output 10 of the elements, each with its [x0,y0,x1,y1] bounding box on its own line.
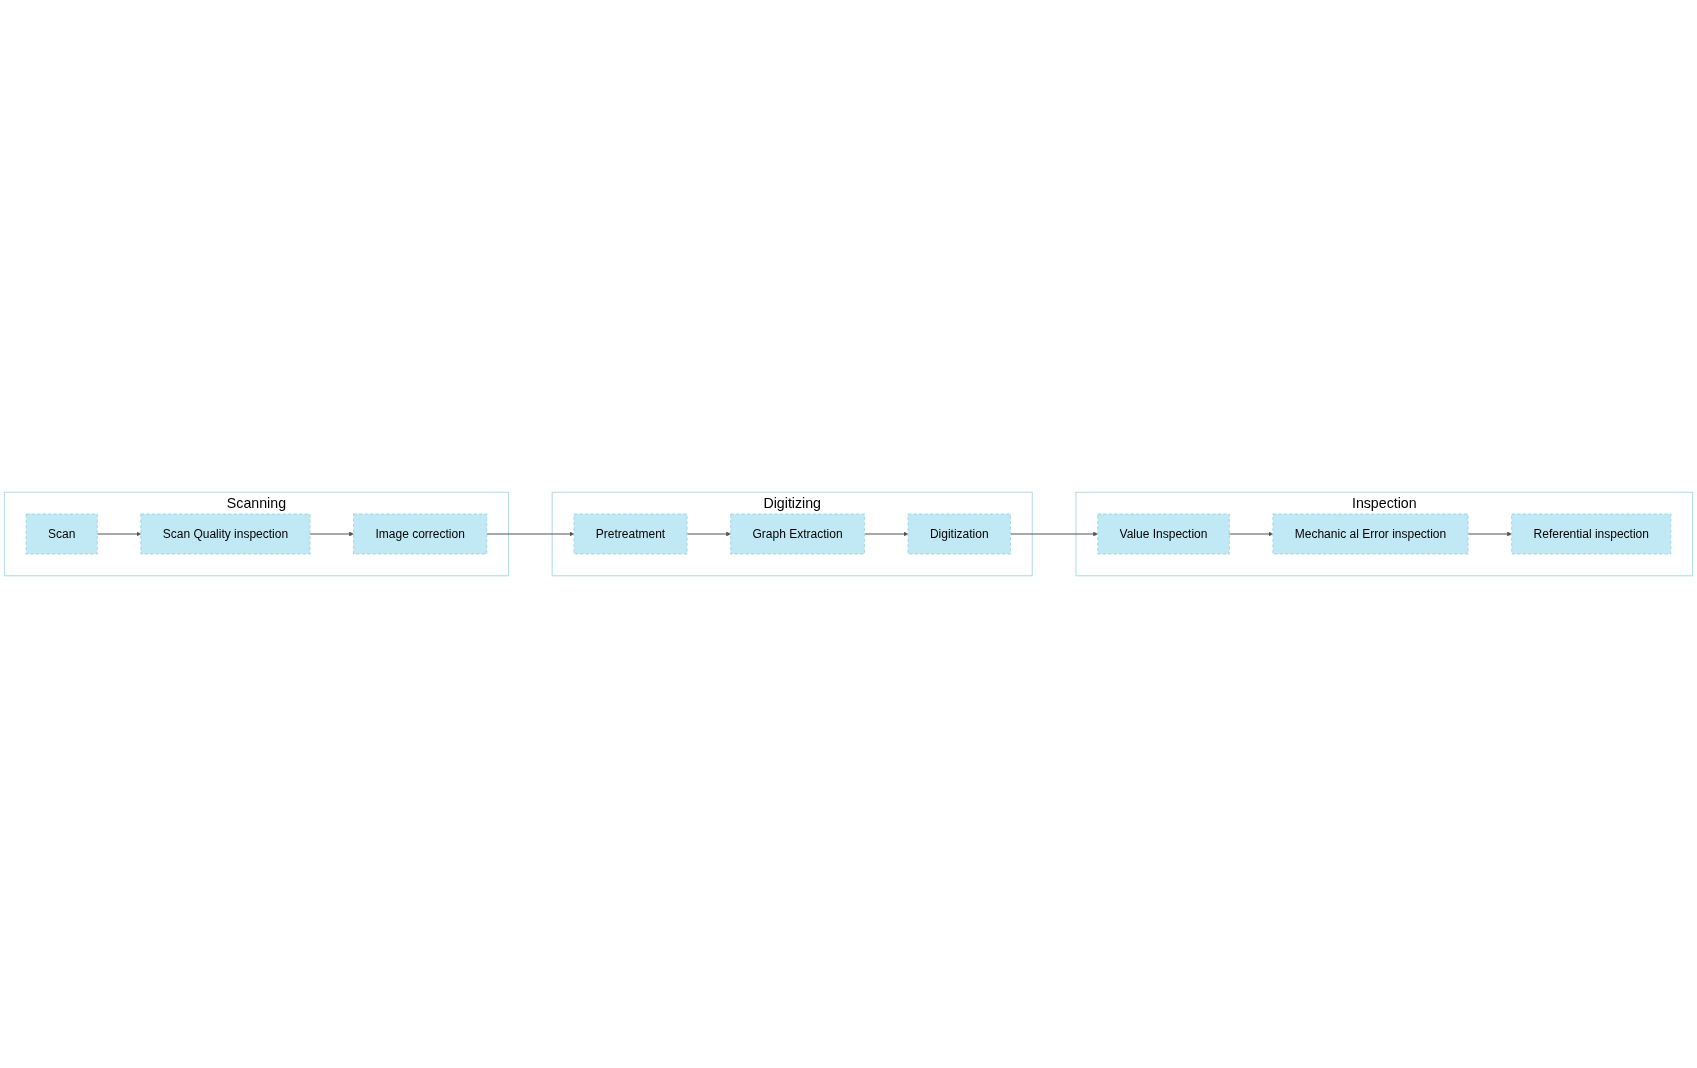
node-box: Graph Extraction [730,513,865,555]
node-box: Image correction [353,513,488,555]
node-box: Referential inspection [1511,513,1672,555]
node-box: Mechanic al Error inspection [1272,513,1469,555]
arrow [309,531,354,537]
node-box: Pretreatment [573,513,688,555]
node-box: Scan [25,513,98,555]
node-box: Scan Quality inspection [140,513,311,555]
node-box: Digitization [907,513,1011,555]
node-box: Value Inspection [1097,513,1230,555]
